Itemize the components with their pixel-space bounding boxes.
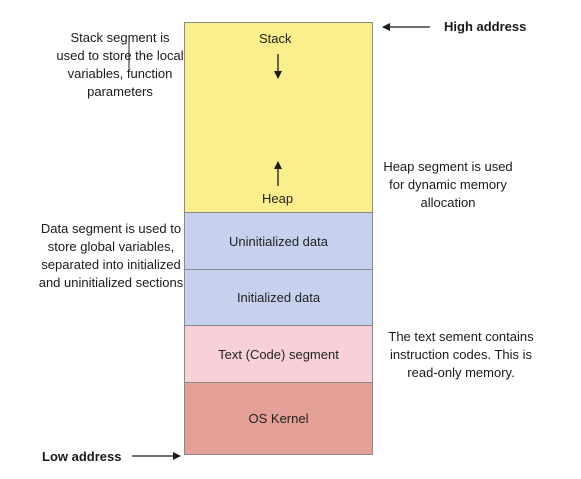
initialized-data-label: Initialized data (236, 290, 321, 305)
text-code-label: Text (Code) segment (218, 346, 339, 362)
data-description: Data segment is used to store global var… (38, 221, 184, 290)
low-address-label: Low address (42, 449, 122, 464)
high-address-label: High address (444, 19, 527, 34)
uninitialized-data-segment: Uninitialized data (184, 212, 373, 270)
os-kernel-segment: OS Kernel (184, 382, 373, 455)
heap-description: Heap segment is used for dynamic memory … (383, 159, 513, 210)
stack-label: Stack (259, 31, 292, 46)
os-kernel-label: OS Kernel (248, 411, 309, 426)
uninitialized-data-label: Uninitialized data (228, 233, 328, 249)
text-description: The text sement contains instruction cod… (388, 329, 534, 380)
text-code-segment: Text (Code) segment (184, 325, 373, 383)
stack-description: Stack segment is used to store the local… (56, 30, 184, 99)
heap-label: Heap (262, 191, 294, 206)
